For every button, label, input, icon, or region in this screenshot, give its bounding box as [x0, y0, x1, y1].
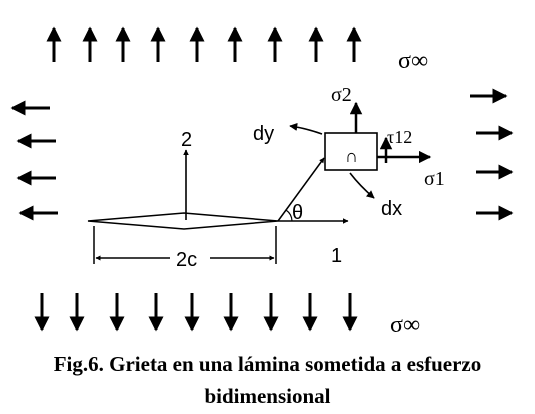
- dy-label: dy: [253, 123, 274, 145]
- crack-length-label: 2c: [176, 249, 197, 271]
- dx-arrow: [349, 172, 375, 199]
- position-vector: [277, 157, 325, 222]
- element-symbol: ∩: [345, 146, 358, 166]
- sigma-inf-bottom-label: σ∞: [390, 312, 420, 338]
- left-stress-arrows: [10, 100, 58, 221]
- right-stress-arrows: [470, 88, 514, 221]
- theta-label: θ: [292, 202, 303, 224]
- axis-2-label: 2: [181, 129, 192, 151]
- crack-length-dimension: [93, 226, 277, 264]
- figure-caption-line2: bidimensional: [204, 384, 331, 408]
- figure-caption-line1: Fig.6. Grieta en una lámina sometida a e…: [53, 352, 482, 376]
- dx-label: dx: [381, 198, 402, 220]
- crack-shape: [87, 212, 279, 230]
- sigma2-label: σ2: [331, 84, 352, 106]
- theta-arc: [285, 209, 293, 222]
- tau12-label: τ12: [387, 127, 412, 147]
- axis-1-label: 1: [331, 245, 342, 267]
- dy-arrow: [289, 122, 323, 135]
- top-stress-arrows: [46, 26, 362, 62]
- stress-element-box: [324, 132, 378, 171]
- sigma1-label: σ1: [424, 168, 445, 190]
- bottom-stress-arrows: [34, 293, 358, 332]
- sigma-inf-top-label: σ∞: [398, 48, 428, 74]
